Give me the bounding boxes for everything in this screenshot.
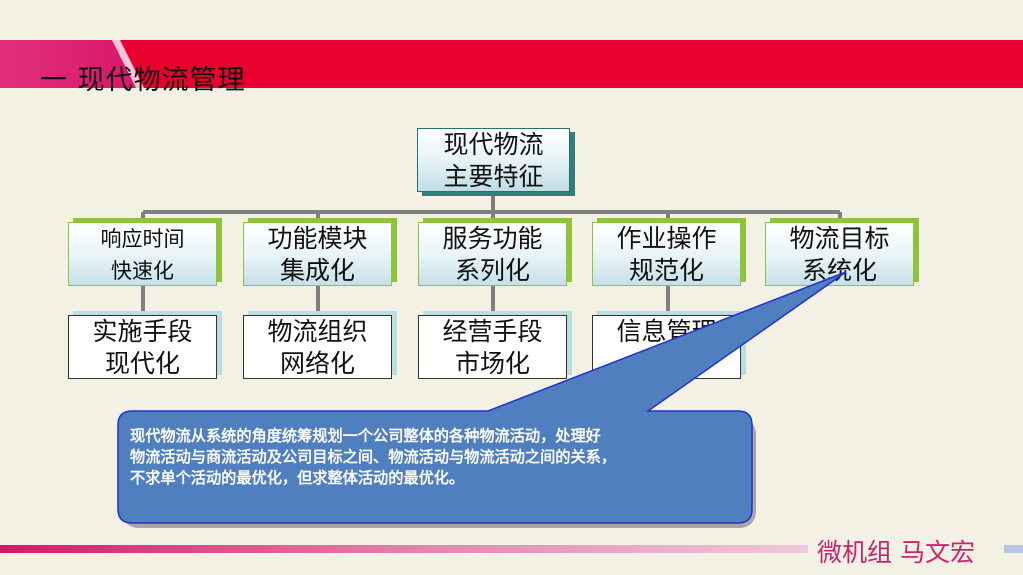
- callout-line1: 现代物流从系统的角度统筹规划一个公司整体的各种物流活动，处理好: [130, 427, 601, 445]
- node-operations: 作业操作 规范化: [592, 222, 741, 286]
- node-line2: 集成化: [279, 256, 355, 285]
- node-function-modules: 功能模块 集成化: [243, 222, 392, 286]
- header-band: [0, 40, 1023, 88]
- node-line2: 网络化: [279, 349, 355, 378]
- author-name: 微机组 马文宏: [817, 538, 975, 567]
- node-line2: 快速化: [111, 259, 174, 283]
- node-line1: 经营手段: [442, 317, 543, 346]
- node-line2: 市场化: [454, 349, 530, 378]
- callout-line2: 物流活动与商流活动及公司目标之间、物流活动与物流活动之间的关系，: [130, 448, 616, 466]
- node-line2: 现代化: [104, 349, 180, 378]
- node-line2: 系统化: [801, 256, 877, 285]
- node-organization: 物流组织 网络化: [243, 315, 392, 379]
- node-line2: 系列化: [454, 256, 530, 285]
- footer-bar: [0, 545, 1023, 553]
- root-node-line1: 现代物流: [443, 130, 544, 159]
- root-node-line2: 主要特征: [443, 162, 544, 191]
- node-line1: 功能模块: [267, 224, 368, 253]
- callout-line3: 不求单个活动的最优化，但求整体活动的最优化。: [130, 469, 465, 487]
- node-line1: 服务功能: [442, 224, 543, 253]
- node-line1: 响应时间: [100, 227, 185, 251]
- node-line1: 物流组织: [267, 317, 368, 346]
- node-line1: 物流目标: [789, 224, 890, 253]
- node-response-time: 响应时间 快速化: [68, 222, 217, 286]
- node-service-functions: 服务功能 系列化: [418, 222, 567, 286]
- node-line1: 作业操作: [616, 224, 717, 253]
- callout-text: 现代物流从系统的角度统筹规划一个公司整体的各种物流活动，处理好 物流活动与商流活…: [130, 426, 742, 489]
- node-line2: 规范化: [628, 256, 704, 285]
- node-implementation: 实施手段 现代化: [68, 315, 217, 379]
- node-line1: 实施手段: [92, 317, 193, 346]
- root-node: 现代物流 主要特征: [417, 128, 570, 192]
- node-business: 经营手段 市场化: [418, 315, 567, 379]
- slide-title: 一 现代物流管理: [40, 65, 246, 96]
